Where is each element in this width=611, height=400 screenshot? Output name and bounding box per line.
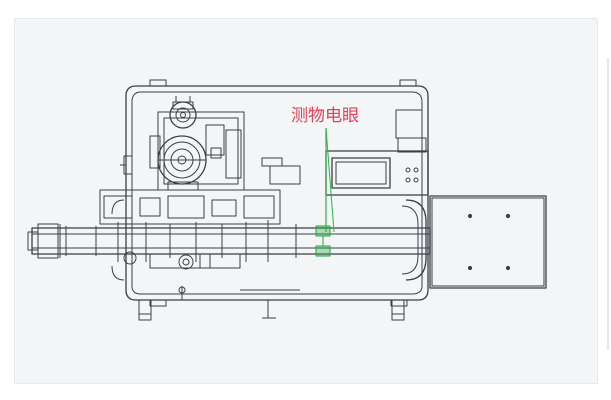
photoelectric-sensor xyxy=(315,225,331,257)
belt-loops xyxy=(111,199,427,281)
drawing-canvas xyxy=(14,18,598,384)
conveyor-rail xyxy=(27,189,431,270)
base-details xyxy=(178,286,300,319)
callout-leader-line xyxy=(325,127,335,233)
sensor-callout-label: 测物电眼 xyxy=(291,106,359,126)
reel-assembly xyxy=(120,96,245,191)
machine-frame xyxy=(125,79,429,321)
output-table xyxy=(429,195,547,289)
page-edge-divider xyxy=(607,58,609,350)
